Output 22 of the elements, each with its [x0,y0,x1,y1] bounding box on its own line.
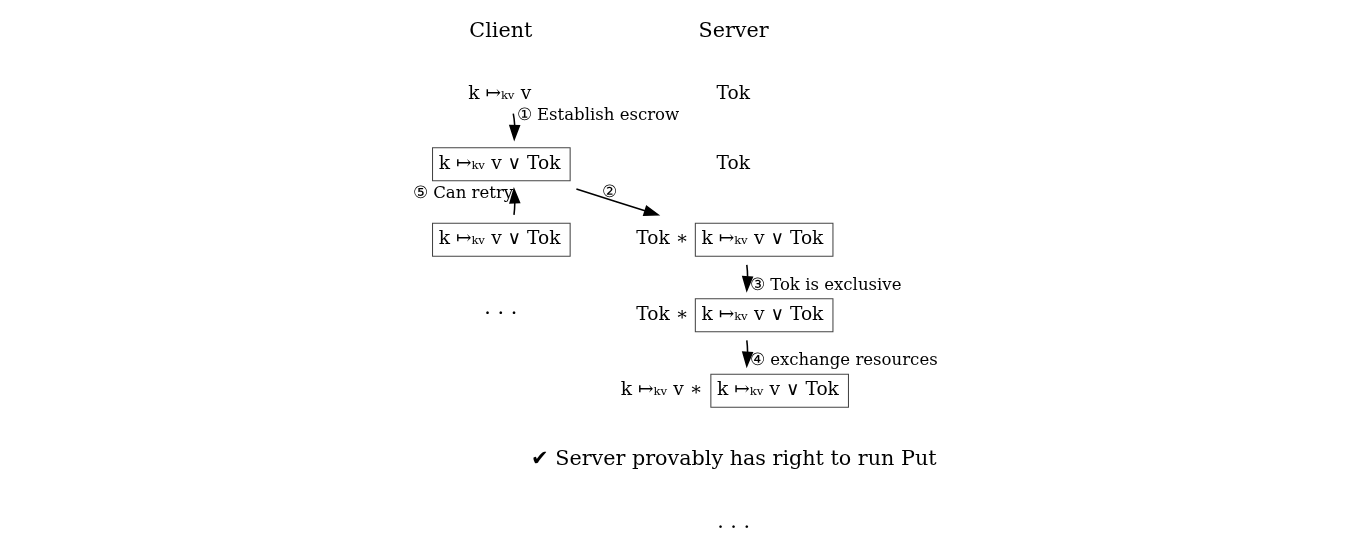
node-box: k ↦ₖᵥ v ∨ Tok [694,222,834,257]
node-text: Tok [716,151,750,173]
node-text: k ↦ₖᵥ v [468,81,532,103]
label: . . . [717,508,751,533]
node-box: k ↦ₖᵥ v ∨ Tok [694,297,834,332]
node-text: Tok [716,81,750,103]
edge-label: ⑤ Can retry [412,182,514,202]
node-box: k ↦ₖᵥ v ∨ Tok [432,146,571,181]
label: Server [698,17,769,42]
label: ✔ Server provably has right to run Put [530,445,937,470]
edge-label: ④ exchange resources [749,349,938,369]
edge-label: ② [601,181,617,201]
node-box: k ↦ₖᵥ v ∨ Tok [432,222,571,257]
arrow [575,187,661,216]
node-label: k ↦ₖᵥ v ∗ [620,377,703,399]
edge-label: ③ Tok is exclusive [749,274,902,294]
node-box: k ↦ₖᵥ v ∨ Tok [710,373,849,408]
edge-label: ① Establish escrow [516,104,680,124]
node-label: Tok ∗ [636,302,689,324]
label: Client [469,17,533,42]
label: · · · [484,300,518,325]
node-label: Tok ∗ [636,226,689,248]
